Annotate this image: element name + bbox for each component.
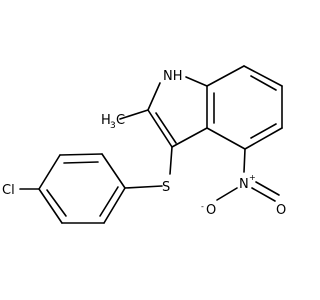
- c3-s-bond: [169, 146, 173, 175]
- s-aryl-bond: [124, 185, 163, 189]
- methyl-c-label: C: [116, 113, 125, 128]
- c4-n-bond: [243, 148, 246, 173]
- structure-svg: NH H 3 C S Cl N + O O -: [2, 65, 286, 224]
- methyl-h-label: H: [101, 113, 111, 128]
- nitro-o-double-label: O: [276, 203, 286, 218]
- chlorophenyl-ring: [38, 153, 126, 224]
- nitro-o-single-label: O: [206, 203, 216, 218]
- n-o-double-bond-a: [251, 187, 276, 202]
- indole-benzene-ring: [206, 65, 283, 150]
- nitro-o-charge: -: [201, 202, 204, 211]
- methyl-subscript: 3: [110, 121, 116, 131]
- n-o-single-bond: [216, 187, 238, 201]
- chlorine-label: Cl: [2, 183, 15, 198]
- n-o-double-bond-b: [255, 181, 280, 196]
- molecule-canvas: NH H 3 C S Cl N + O O -: [2, 65, 286, 224]
- nitro-n-label: N: [239, 177, 249, 192]
- sulfur-label: S: [162, 180, 170, 195]
- methyl-bond: [119, 109, 149, 120]
- nh-label: NH: [163, 69, 183, 84]
- indole-pyrrole-ring: [147, 76, 208, 148]
- nitro-n-charge: +: [249, 173, 256, 182]
